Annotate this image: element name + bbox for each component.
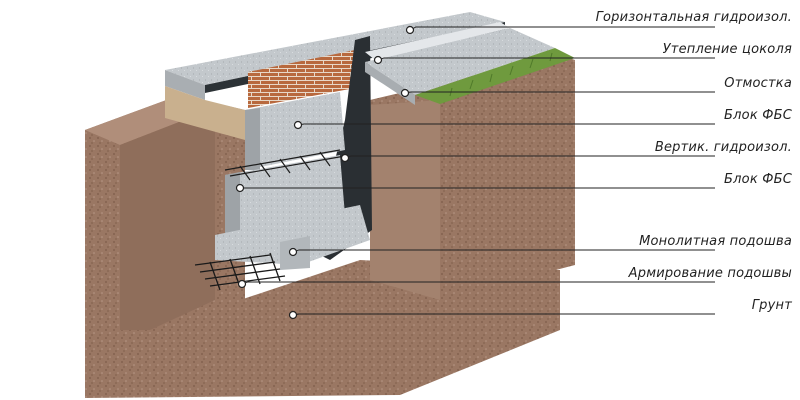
fbs-block-upper-front [245, 108, 260, 170]
fbs-block-upper-shape [245, 92, 345, 170]
label-vertical-waterproofing: Вертик. гидроизол. [654, 140, 792, 155]
trench-floor [120, 108, 215, 330]
label-monolithic-footing: Монолитная подошва [639, 234, 792, 249]
grass-shape [415, 48, 575, 104]
leader-dot-monolithic-footing [288, 247, 298, 257]
soil-right-front [370, 100, 440, 300]
leader-dot-plinth-insulation [373, 55, 383, 65]
blind-area-shape [365, 28, 555, 95]
fbs-block-lower-front [225, 172, 240, 235]
label-plinth-insulation: Утепление цоколя [662, 42, 792, 57]
block-mesh [224, 149, 346, 181]
top-slab [165, 12, 505, 85]
leader-dot-fbs-block-upper [293, 120, 303, 130]
label-fbs-block-lower: Блок ФБС [724, 172, 792, 187]
leader-dot-vertical-waterproofing [340, 153, 350, 163]
plinth-insulation-shape [365, 22, 510, 60]
sand-base [165, 86, 245, 140]
leader-dot-soil [288, 310, 298, 320]
leader-dot-blind-area [400, 88, 410, 98]
label-fbs-block-upper: Блок ФБС [724, 108, 792, 123]
label-horizontal-waterproofing: Горизонтальная гидроизол. [595, 10, 792, 25]
label-footing-reinforcement: Армирование подошвы [628, 266, 792, 281]
leader-dot-fbs-block-lower [235, 183, 245, 193]
top-slab-front [165, 70, 205, 100]
label-soil: Грунт [751, 298, 792, 313]
label-blind-area: Отмостка [724, 76, 792, 91]
leader-dot-footing-reinforcement [237, 279, 247, 289]
vertical-waterproofing-layer [300, 36, 372, 260]
leader-lines [235, 25, 715, 320]
brick-layer [248, 50, 355, 108]
leader-dot-horizontal-waterproofing [405, 25, 415, 35]
